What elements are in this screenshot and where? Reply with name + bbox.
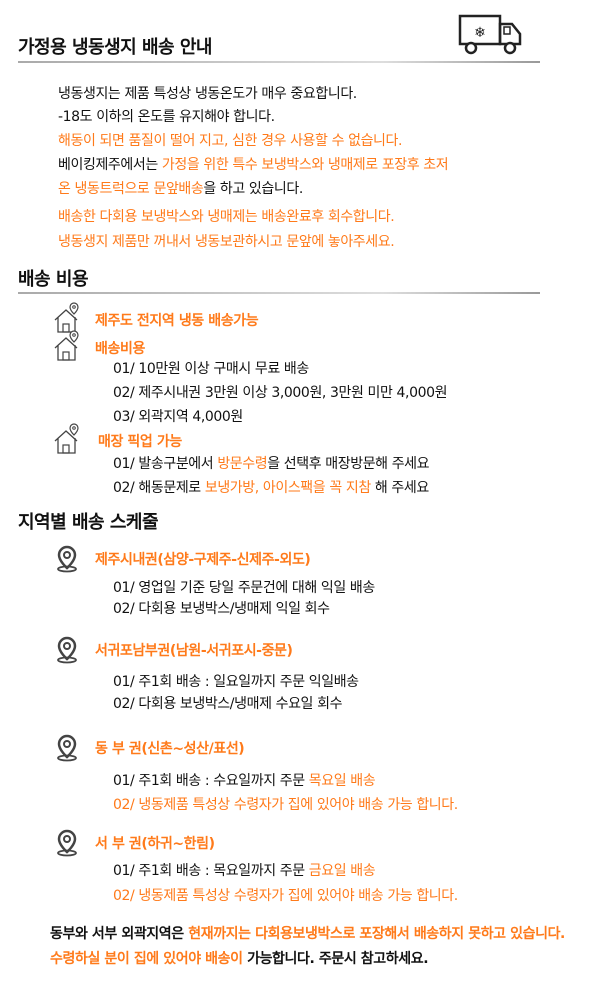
- text-segment: 보냉가방, 아이스팩을 꼭 지참: [204, 480, 371, 496]
- text-segment: 냉동생지 제품만 꺼내서 냉동보관하시고 문앞에 놓아주세요.: [58, 234, 395, 250]
- region-line: 01/ 주1회 배송 : 목요일까지 주문 금요일 배송: [113, 860, 376, 880]
- svg-text:❄: ❄: [474, 25, 486, 41]
- region-line: 02/ 냉동제품 특성상 수령자가 집에 있어야 배송 가능 합니다.: [113, 794, 458, 814]
- frozen-truck-icon: ❄: [458, 14, 522, 55]
- cost-item-line: 01/ 발송구분에서 방문수령을 선택후 매장방문해 주세요: [113, 453, 430, 473]
- text-segment: 01/ 영업일 기준 당일 주문건에 대해 익일 배송: [113, 580, 375, 596]
- text-segment: 01/ 10만원 이상 구매시 무료 배송: [113, 361, 309, 377]
- footer-segment: 현재까지는 다회용보냉박스로 포장해서 배송하지 못하고 있습니다. 수령하실 …: [50, 926, 565, 967]
- text-segment: -18도 이하의 온도를 유지해야 합니다.: [58, 109, 275, 125]
- text-segment: 제주시내권(삼양-구제주-신제주-외도): [95, 552, 311, 568]
- intro-line: 배송한 다회용 보냉박스와 냉매제는 배송완료후 회수합니다.: [58, 206, 395, 226]
- region-line: 01/ 주1회 배송 : 수요일까지 주문 목요일 배송: [113, 770, 376, 790]
- text-segment: 02/ 다회용 보냉박스/냉매제 익일 회수: [113, 601, 330, 617]
- text-segment: 03/ 외곽지역 4,000원: [113, 409, 243, 425]
- cost-heading: 배송 비용: [18, 269, 89, 290]
- region-title: 동 부 권(신촌~성산/표선): [95, 738, 245, 758]
- text-segment: 냉동생지는 제품 특성상 냉동온도가 매우 중요합니다.: [58, 86, 357, 102]
- text-segment: 02/ 제주시내권 3만원 이상 3,000원, 3만원 미만 4,000원: [113, 385, 448, 401]
- text-segment: 02/ 해동문제로: [113, 480, 205, 496]
- text-segment: 가정을 위한 특수 보냉박스와 냉매제로 포장후 초저: [161, 157, 449, 173]
- cost-item-line: 02/ 해동문제로 보냉가방, 아이스팩을 꼭 지참 해 주세요: [113, 477, 429, 497]
- intro-line: 냉동생지 제품만 꺼내서 냉동보관하시고 문앞에 놓아주세요.: [58, 231, 395, 251]
- text-segment: 매장 픽업 가능: [98, 434, 182, 450]
- text-segment: 01/ 발송구분에서: [113, 456, 218, 472]
- text-segment: 배송비용: [95, 341, 145, 357]
- cost-item-title: 제주도 전지역 냉동 배송가능: [95, 310, 259, 330]
- intro-line: 해동이 되면 품질이 떨어 지고, 심한 경우 사용할 수 없습니다.: [58, 130, 402, 150]
- schedule-heading: 지역별 배송 스케줄: [18, 512, 159, 533]
- region-line: 02/ 다회용 보냉박스/냉매제 수요일 회수: [113, 693, 342, 713]
- region-line: 02/ 냉동제품 특성상 수령자가 집에 있어야 배송 가능 합니다.: [113, 885, 458, 905]
- region-line: 01/ 영업일 기준 당일 주문건에 대해 익일 배송: [113, 577, 375, 597]
- house-pin-icon: [53, 423, 83, 459]
- cost-item-line: 02/ 제주시내권 3만원 이상 3,000원, 3만원 미만 4,000원: [113, 382, 448, 402]
- house-pin-icon: [53, 330, 83, 366]
- cost-item-line: 03/ 외곽지역 4,000원: [113, 406, 243, 426]
- text-segment: 베이킹제주에서는: [58, 157, 162, 173]
- region-title: 서귀포남부권(남원-서귀포시-중문): [95, 640, 293, 660]
- page-title: 가정용 냉동생지 배송 안내: [18, 37, 212, 58]
- cost-item-title: 매장 픽업 가능: [98, 431, 182, 451]
- region-title: 서 부 권(하귀~한림): [95, 833, 215, 853]
- text-segment: 해 주세요: [370, 480, 429, 496]
- cost-item-line: 01/ 10만원 이상 구매시 무료 배송: [113, 358, 309, 378]
- intro-line: 냉동생지는 제품 특성상 냉동온도가 매우 중요합니다.: [58, 83, 357, 103]
- location-pin-icon: [54, 829, 80, 861]
- text-segment: 온 냉동트럭으로 문앞배송: [58, 181, 204, 197]
- footer-segment: 가능합니다. 주문시 참고하세요.: [242, 951, 429, 967]
- text-segment: 을 하고 있습니다.: [203, 181, 303, 197]
- intro-line: 온 냉동트럭으로 문앞배송을 하고 있습니다.: [58, 178, 303, 198]
- text-segment: 방문수령: [217, 456, 268, 472]
- footer-segment: 동부와 서부 외곽지역은: [50, 926, 189, 942]
- text-segment: 배송한 다회용 보냉박스와 냉매제는 배송완료후 회수합니다.: [58, 209, 395, 225]
- text-segment: 금요일 배송: [308, 863, 376, 879]
- region-line: 02/ 다회용 보냉박스/냉매제 익일 회수: [113, 598, 330, 618]
- location-pin-icon: [54, 545, 80, 577]
- text-segment: 서 부 권(하귀~한림): [95, 836, 215, 852]
- location-pin-icon: [54, 636, 80, 668]
- text-segment: 해동이 되면 품질이 떨어 지고, 심한 경우 사용할 수 없습니다.: [58, 133, 403, 149]
- cost-divider: [18, 292, 540, 294]
- text-segment: 02/ 냉동제품 특성상 수령자가 집에 있어야 배송 가능 합니다.: [113, 797, 458, 813]
- text-segment: 목요일 배송: [308, 773, 376, 789]
- text-segment: 을 선택후 매장방문해 주세요: [267, 456, 430, 472]
- text-segment: 02/ 냉동제품 특성상 수령자가 집에 있어야 배송 가능 합니다.: [113, 888, 458, 904]
- cost-item-title: 배송비용: [95, 338, 145, 358]
- intro-line: -18도 이하의 온도를 유지해야 합니다.: [58, 106, 275, 126]
- text-segment: 02/ 다회용 보냉박스/냉매제 수요일 회수: [113, 696, 343, 712]
- intro-line: 베이킹제주에서는 가정을 위한 특수 보냉박스와 냉매제로 포장후 초저: [58, 154, 449, 174]
- footer-note: 동부와 서부 외곽지역은 현재까지는 다회용보냉박스로 포장해서 배송하지 못하…: [50, 922, 570, 972]
- text-segment: 서귀포남부권(남원-서귀포시-중문): [95, 643, 293, 659]
- region-line: 01/ 주1회 배송 : 일요일까지 주문 익일배송: [113, 671, 359, 691]
- text-segment: 동 부 권(신촌~성산/표선): [95, 741, 245, 757]
- text-segment: 01/ 주1회 배송 : 목요일까지 주문: [113, 863, 309, 879]
- house-pin-icon: [53, 302, 83, 338]
- location-pin-icon: [54, 734, 80, 766]
- text-segment: 01/ 주1회 배송 : 일요일까지 주문 익일배송: [113, 674, 359, 690]
- text-segment: 01/ 주1회 배송 : 수요일까지 주문: [113, 773, 309, 789]
- region-title: 제주시내권(삼양-구제주-신제주-외도): [95, 549, 311, 569]
- text-segment: 제주도 전지역 냉동 배송가능: [95, 313, 259, 329]
- title-divider: [18, 61, 540, 63]
